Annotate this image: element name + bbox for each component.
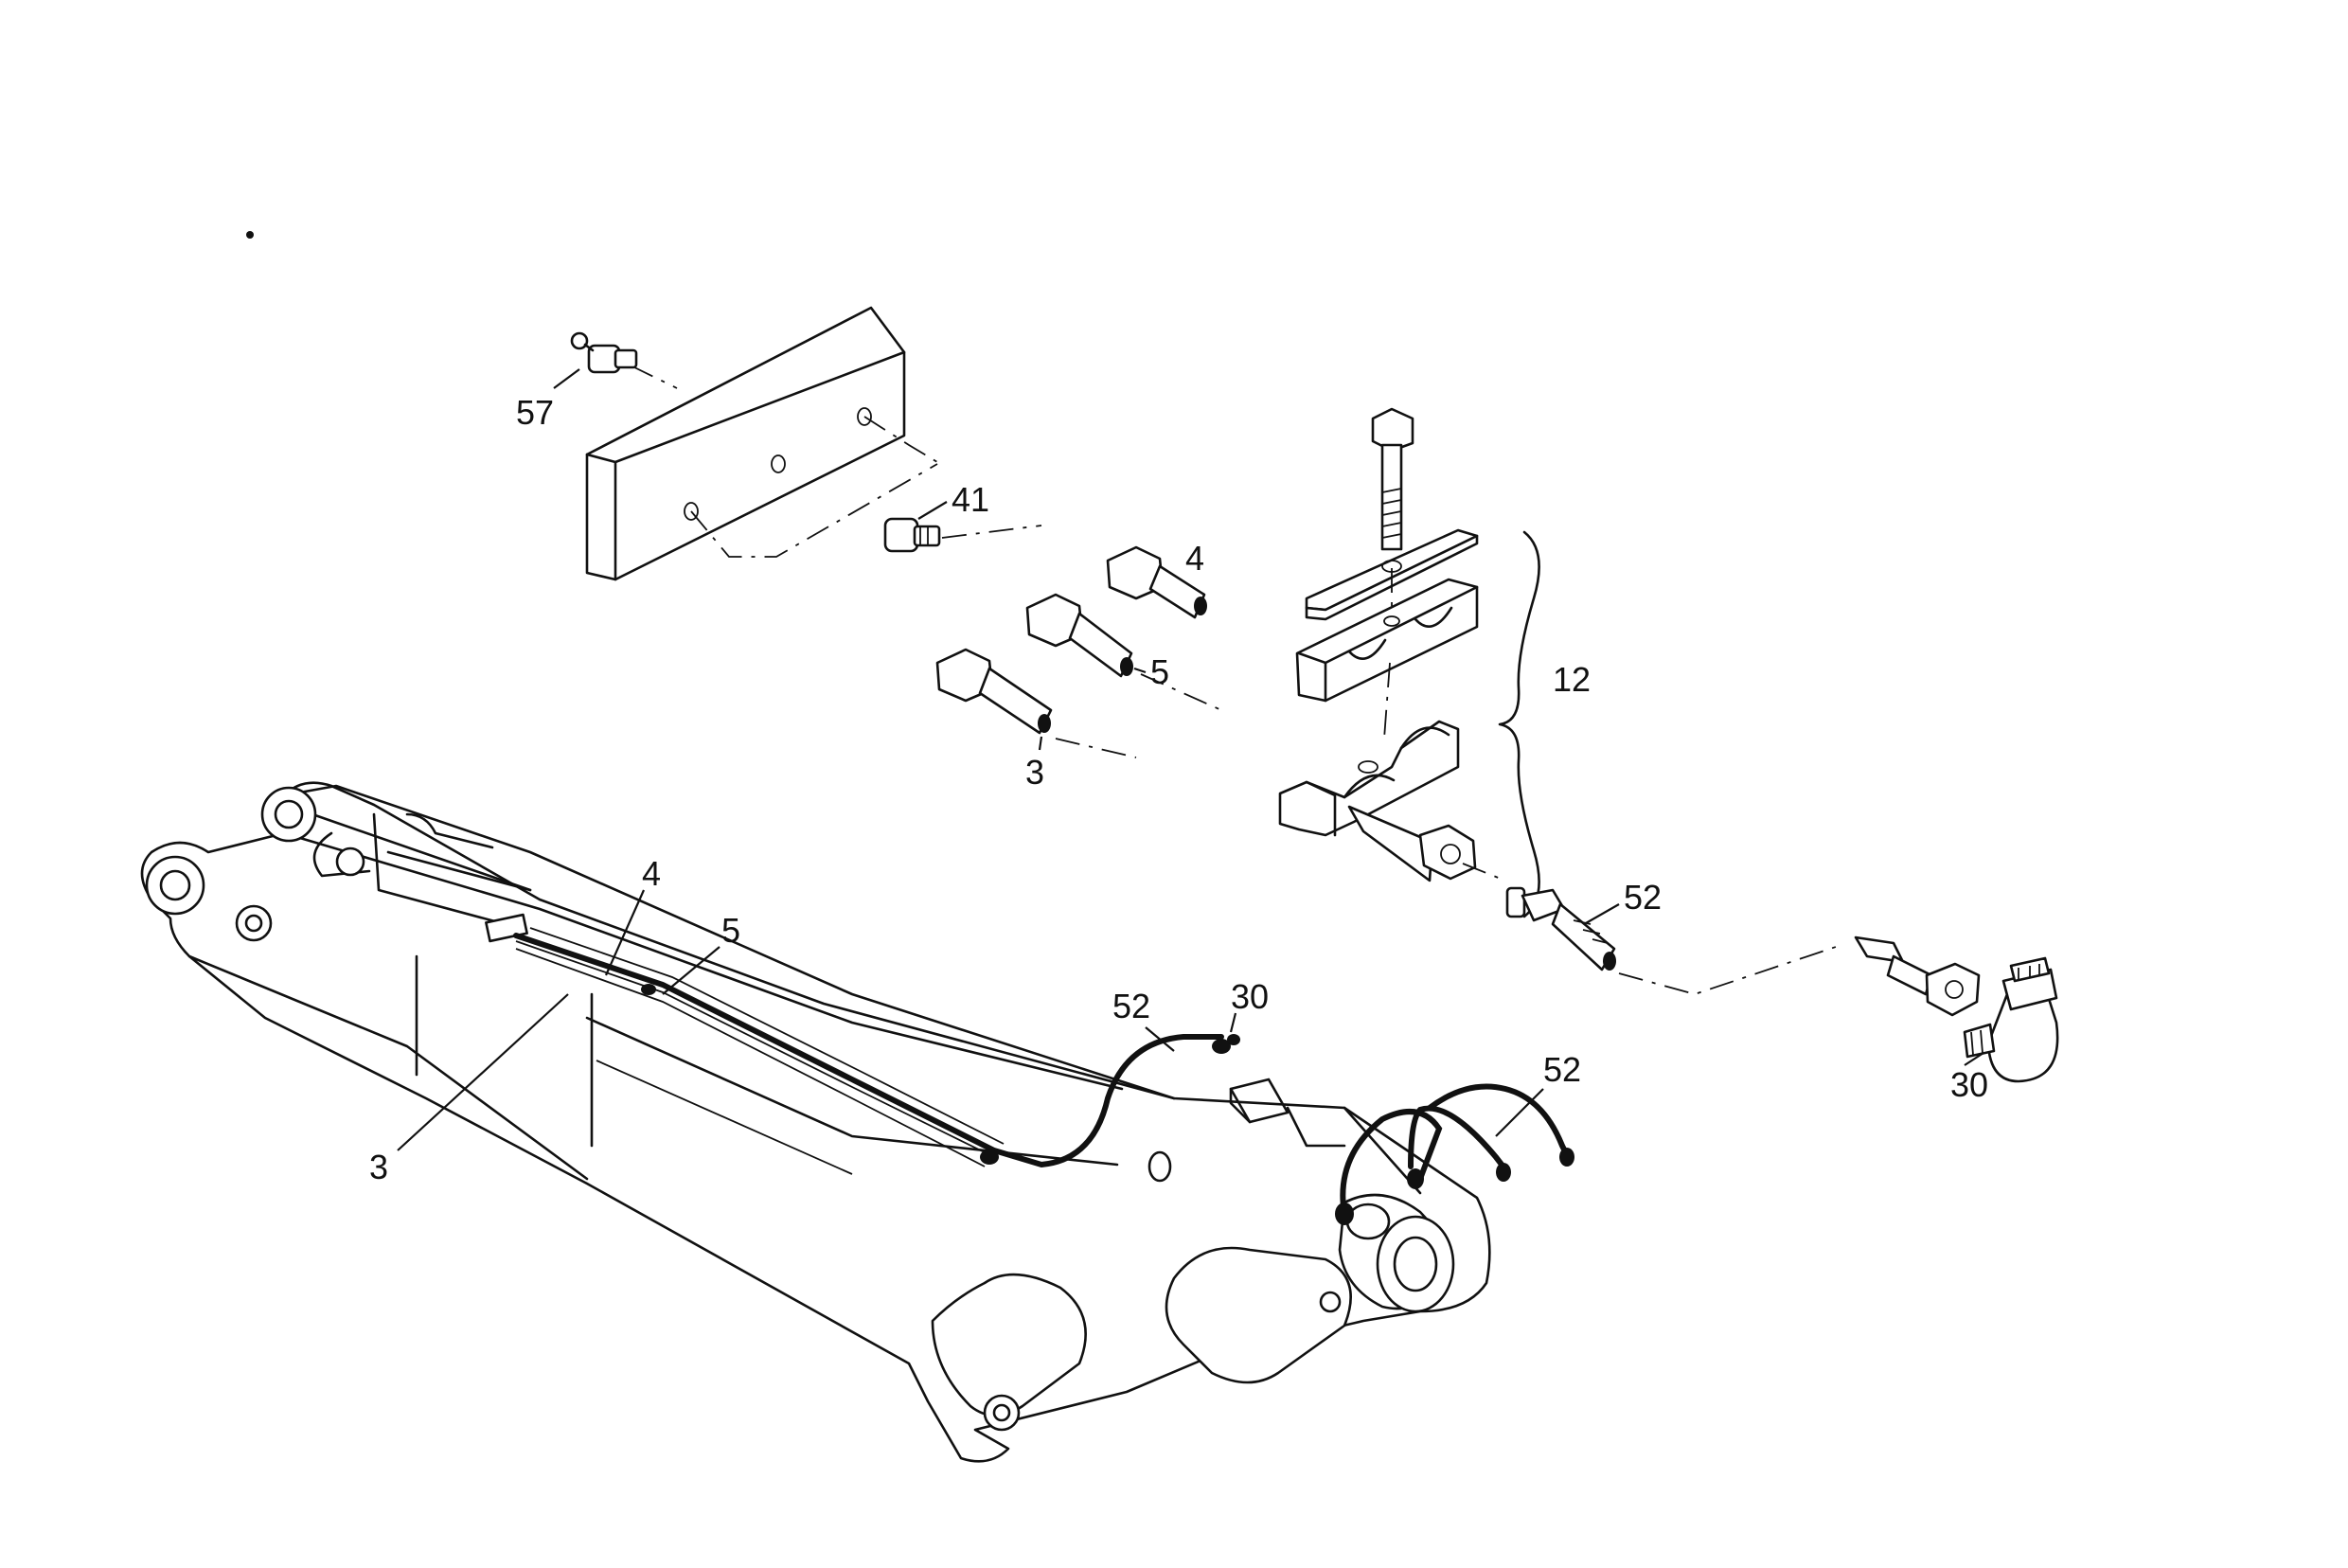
callout-4-top: 4 (1185, 539, 1204, 578)
part-41-fitting: 41 (883, 480, 1042, 553)
part-57-pressure-switch: 57 (516, 331, 638, 432)
boom-arm (140, 781, 1491, 1463)
callout-30-right: 30 (1950, 1065, 1988, 1104)
callout-52-bottom: 52 (1543, 1050, 1581, 1089)
part-30-elbow-right: 30 (1854, 935, 2059, 1104)
callout-5-arm: 5 (721, 911, 740, 950)
part-3-hose-end-top: 3 (935, 648, 1222, 792)
part-5-hose-end-top: 5 (1025, 593, 1169, 691)
part-12-clamp-assembly: 12 (1278, 407, 1591, 918)
callout-5-top: 5 (1150, 652, 1169, 691)
callout-3-top: 3 (1025, 753, 1044, 792)
callout-4-arm: 4 (642, 854, 661, 893)
callout-30-arm: 30 (1231, 977, 1269, 1016)
part-52-connector-right: 52 (1505, 878, 1842, 995)
callout-3-arm: 3 (369, 1148, 388, 1186)
distribution-block (585, 306, 938, 581)
callout-52-right: 52 (1624, 878, 1662, 917)
callout-12: 12 (1553, 660, 1591, 699)
callout-41: 41 (952, 480, 989, 519)
callout-57: 57 (516, 393, 554, 432)
part-4-hose-end-top: 4 (1106, 539, 1207, 619)
stray-dot (246, 231, 254, 239)
arm-callouts: 4 5 3 52 30 52 (369, 854, 1581, 1186)
callout-52-arm: 52 (1112, 987, 1150, 1025)
hose-bundle (485, 913, 1574, 1225)
